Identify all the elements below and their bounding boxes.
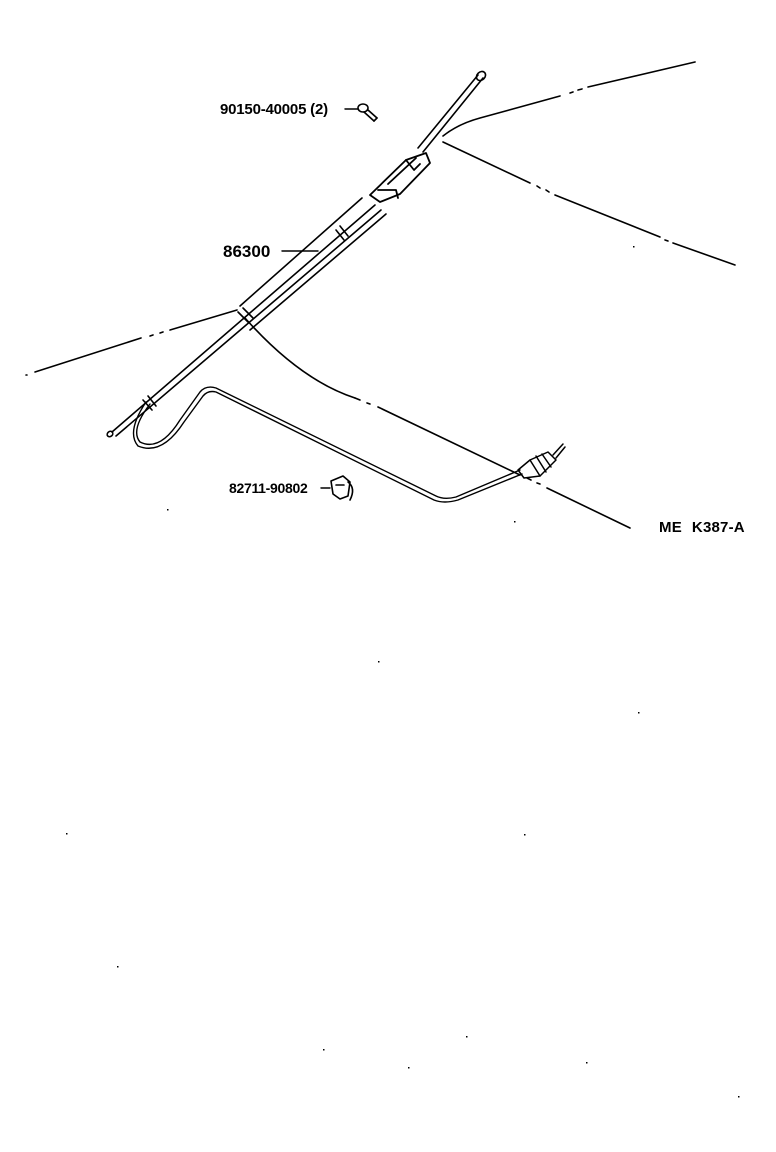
coax-connector (517, 443, 566, 479)
antenna-mast (106, 70, 487, 438)
part-label-clip: 82711-90802 (229, 480, 308, 496)
clip-part-icon (330, 475, 354, 501)
diagram-reference-code: ME K387-A (659, 520, 745, 535)
body-outline-upper (442, 61, 736, 266)
part-label-antenna: 86300 (223, 242, 271, 261)
antenna-base-bracket (369, 152, 431, 203)
scan-specks (66, 246, 740, 1098)
antenna-cable (132, 386, 523, 503)
body-outline-left (25, 309, 631, 529)
bolt-part-icon (357, 103, 378, 122)
part-label-bolt: 90150-40005 (2) (220, 101, 328, 118)
reference-prefix: ME (659, 519, 682, 536)
reference-code: K387-A (691, 519, 745, 536)
leader-lines (281, 108, 359, 489)
